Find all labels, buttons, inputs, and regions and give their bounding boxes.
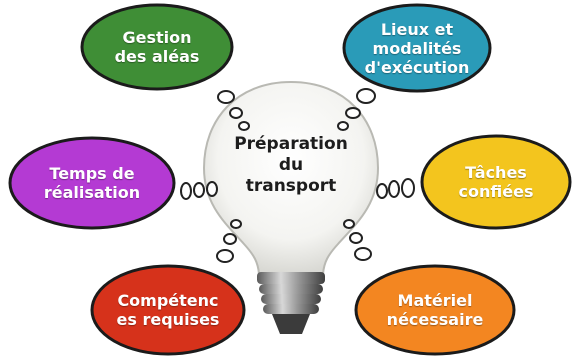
bubble-taches-confiees: Tâches confiées — [418, 132, 574, 232]
bubble-gestion-des-aleas: Gestion des aléas — [78, 2, 236, 92]
bubble-temps-de-realisation: Temps de réalisation — [6, 134, 178, 232]
bulb-base-thread-3 — [263, 304, 319, 314]
bubble-label: Lieux et modalités d'exécution — [364, 19, 470, 77]
bulb-base-tip — [272, 314, 310, 334]
bulb-base-thread-1 — [259, 284, 323, 294]
bubble-shape — [8, 136, 176, 230]
bubble-shape — [90, 264, 246, 356]
connector-circles — [180, 88, 415, 263]
bulb-base-collar — [257, 272, 325, 284]
bubble-competences-requises: Compétenc es requises — [88, 262, 248, 358]
bubble-shape — [420, 134, 572, 230]
bubble-shape — [342, 3, 492, 93]
bubble-label: Temps de réalisation — [43, 164, 141, 202]
bubble-lieux-et-modalites: Lieux et modalités d'exécution — [340, 2, 494, 94]
bubble-label: Compétenc es requises — [116, 291, 220, 329]
center-title: Préparation du transport — [234, 134, 348, 196]
bulb-base-thread-2 — [261, 294, 321, 304]
bubble-label: Tâches confiées — [458, 163, 534, 201]
bubble-materiel-necessaire: Matériel nécessaire — [352, 262, 518, 358]
bubble-shape — [80, 3, 234, 91]
bubble-label: Gestion des aléas — [114, 28, 200, 66]
bubble-shape — [354, 264, 516, 356]
bubble-label: Matériel nécessaire — [386, 291, 484, 329]
